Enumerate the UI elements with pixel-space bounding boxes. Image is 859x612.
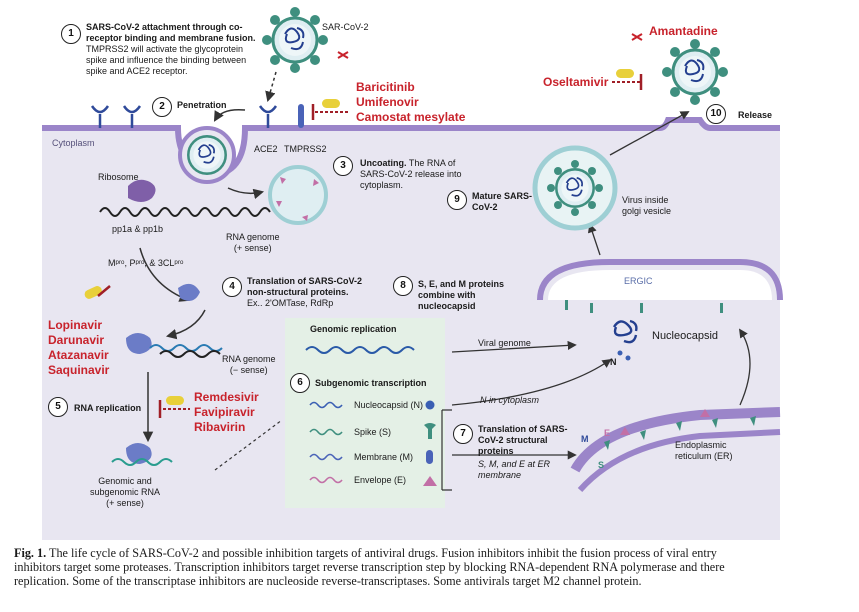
caption-line-1: The life cycle of SARS-CoV-2 and possibl… [46,546,717,560]
virus-golgi-label: Virus inside golgi vesicle [622,195,672,216]
drug-saquinavir: Saquinavir [48,363,110,377]
protein-e-label: Envelope (E) [354,475,407,485]
m-letter-label: M [581,434,589,444]
step-10-number: 10 [706,104,726,124]
step-9-title: Mature SARS-CoV-2 [472,191,533,212]
step-4-title: Translation of SARS-CoV-2 non-structural… [247,276,363,297]
step-7-number: 7 [453,424,473,444]
step-1-title: SARS-CoV-2 attachment through co-recepto… [86,22,256,43]
s-letter-label: S [598,460,605,470]
uncoating-vesicle [268,165,328,225]
caption-line-2: inhibitors target some proteases. Transc… [14,560,725,575]
figure-caption: Fig. 1. The life cycle of SARS-CoV-2 and… [14,546,859,589]
step-1-number: 1 [61,24,81,44]
n-letter-label: N [610,357,617,367]
drug-amantadine: Amantadine [649,24,718,38]
step-7-body: S, M, and E at ER membrane [478,459,551,480]
proteases-label: Mᵖʳᵒ, Pᵖʳᵒ, & 3CLᵖʳᵒ [108,258,184,268]
pp1-label: pp1a & pp1b [112,224,164,234]
step-1-text: SARS-CoV-2 attachment through co-recepto… [86,22,256,77]
drug-lopinavir: Lopinavir [48,318,103,332]
virus-top-icon [262,7,328,73]
scissors-icon [337,51,349,59]
rna-plus-strand [99,207,271,217]
drug-umifenovir: Umifenovir [356,95,419,109]
step-5-title: RNA replication [74,403,142,413]
inhibitor-icon [612,69,643,90]
step-1-body: TMPRSS2 will activate the glycoprotein s… [86,44,247,76]
viral-genome-label: Viral genome [478,338,531,348]
step-2-number: 2 [152,97,172,117]
step-6-number: 6 [290,373,310,393]
drug-group-entry: Baricitinib Umifenovir Camostat mesylate [356,80,465,125]
er-label: Endoplasmic reticulum (ER) [675,440,733,461]
life-cycle-diagram [42,7,783,540]
protein-icon [178,283,200,301]
cytoplasm-label: Cytoplasm [52,138,95,148]
rna-genome-minus-label: RNA genome (− sense) [222,354,276,375]
nucleocapsid-label: Nucleocapsid [652,330,719,342]
nucleocapsid-icon [612,319,638,344]
step-3-title: Uncoating. [360,158,407,168]
step-4-text: Translation of SARS-CoV-2 non-structural… [247,276,365,309]
ribosome-label: Ribosome [98,172,139,182]
caption-line-3: replication. Some of the transcriptase i… [14,574,642,589]
step-6-title: Subgenomic transcription [315,378,427,388]
tmprss2-label: TMPRSS2 [284,144,327,154]
drug-ribavirin: Ribavirin [194,420,246,434]
step-8-number: 8 [393,276,413,296]
step-8-title: S, E, and M proteins combine with nucleo… [418,279,505,311]
step-2-title: Penetration [177,100,227,110]
drug-darunavir: Darunavir [48,333,105,347]
step-7-title: Translation of SARS-CoV-2 structural pro… [478,424,568,456]
endocytosis-vesicle [178,126,236,184]
virus-label: SAR-CoV-2 [322,22,369,32]
drug-baricitinib: Baricitinib [356,80,415,94]
caption-fig-label: Fig. 1. [14,546,47,560]
inhibitor-icon [311,99,348,120]
drug-oseltamivir: Oseltamivir [543,75,609,89]
n-in-cytoplasm-label: N in cytoplasm [480,395,540,405]
step-3-number: 3 [333,156,353,176]
scissors-icon [631,33,643,41]
drug-camostat: Camostat mesylate [356,110,466,124]
receptors-left [90,105,278,128]
ribosome-icon [128,179,156,202]
drug-group-polymerase: Remdesivir Favipiravir Ribavirin [194,390,259,435]
step-10-title: Release [738,110,773,120]
step-7-text: Translation of SARS-CoV-2 structural pro… [478,424,578,481]
protein-m-label: Membrane (M) [354,452,414,462]
protein-s-label: Spike (S) [354,427,392,437]
ergic-label: ERGIC [624,276,653,286]
genomic-subgenomic-label: Genomic and subgenomic RNA (+ sense) [90,476,161,508]
step-9-number: 9 [447,190,467,210]
genomic-replication-label: Genomic replication [310,324,397,334]
step-4-number: 4 [222,277,242,297]
virus-released-icon [662,39,728,105]
drug-atazanavir: Atazanavir [48,348,109,362]
drug-remdesivir: Remdesivir [194,390,259,404]
step-3-text: Uncoating. The RNA of SARS-CoV-2 release… [360,158,475,191]
inhibitor-icon [158,396,190,418]
drug-group-protease: Lopinavir Darunavir Atazanavir Saquinavi… [48,318,109,378]
inhibitor-icon [84,285,111,299]
step-4-body: Ex.. 2'OMTase, RdRp [247,298,334,308]
rna-genome-plus-label: RNA genome (+ sense) [226,232,280,253]
e-letter-label: E [604,428,611,438]
ace2-label: ACE2 [254,144,278,154]
step-5-number: 5 [48,397,68,417]
step-3-body: The RNA of SARS-CoV-2 release into cytop… [360,158,462,190]
protein-n-label: Nucleocapsid (N) [354,400,424,410]
drug-favipiravir: Favipiravir [194,405,255,419]
golgi-vesicle [532,145,618,231]
